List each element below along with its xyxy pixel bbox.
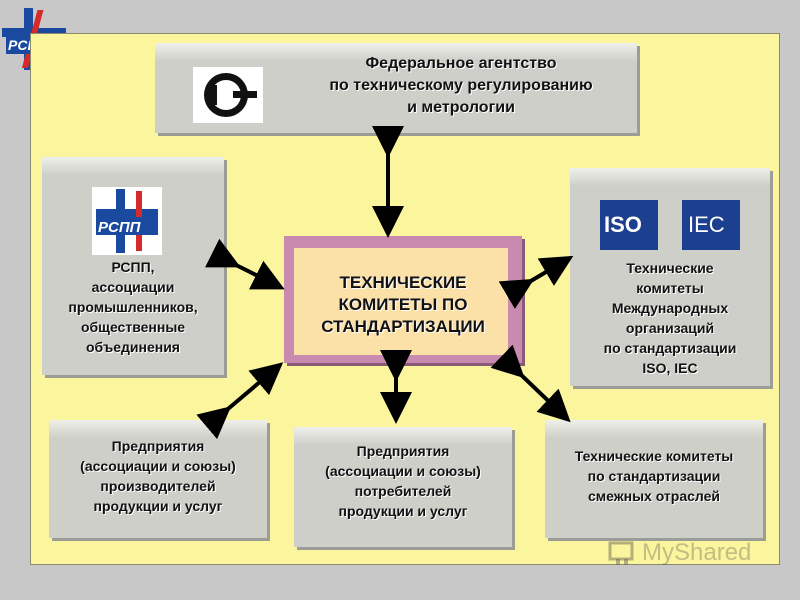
top-line-2: по техническому регулированию [329,77,593,94]
federal-agency-box: Федеральное агентство по техническому ре… [155,43,637,133]
iso-logo: ISO [600,200,658,250]
arrow-right [498,255,574,309]
top-line-1: Федеральное агентство [365,55,557,72]
right-line-4: организаций [625,320,715,336]
bl-line-3: производителей [100,478,216,494]
center-line-3: СТАНДАРТИЗАЦИИ [321,317,485,336]
right-line-1: Технические [626,260,714,276]
related-committees-box: Технические комитеты по стандартизации с… [545,420,763,538]
br-line-1: Технические комитеты [574,448,734,464]
rspp-logo: РСПП [92,187,162,255]
bm-line-1: Предприятия [356,443,450,459]
bl-line-4: продукции и услуг [93,498,223,514]
bm-line-2: (ассоциации и союзы) [325,463,481,479]
rspp-box: РСПП РСПП, ассоциации промышленников, об… [42,157,224,375]
watermark: MyShared [608,538,751,568]
br-line-2: по стандартизации [587,468,721,484]
right-line-6: ISO, IEC [642,360,698,376]
left-line-4: общественные [80,319,186,335]
watermark-text: MyShared [642,539,752,566]
arrow-bottom-right [490,344,571,423]
rspp-logo-text: РСПП [98,219,141,236]
left-line-1: РСПП, [111,259,155,275]
arrow-left [204,238,285,290]
bm-line-4: продукции и услуг [338,503,468,519]
rst-logo [193,67,263,123]
right-line-3: Международных [611,300,729,316]
watermark-icon [608,541,634,565]
arrow-bottom-left [196,362,284,440]
bl-line-1: Предприятия [111,438,205,454]
center-line-1: ТЕХНИЧЕСКИЕ [339,273,467,292]
bm-line-3: потребителей [354,483,452,499]
br-line-3: смежных отраслей [587,488,721,504]
consumers-box: Предприятия (ассоциации и союзы) потреби… [294,427,512,547]
left-line-2: ассоциации [91,279,175,295]
left-line-5: объединения [86,339,180,355]
producers-box: Предприятия (ассоциации и союзы) произво… [49,420,267,538]
technical-committees-box: ТЕХНИЧЕСКИЕ КОМИТЕТЫ ПО СТАНДАРТИЗАЦИИ [284,236,522,363]
right-line-2: комитеты [636,280,704,296]
right-line-5: по стандартизации [603,340,737,356]
bl-line-2: (ассоциации и союзы) [80,458,236,474]
iso-iec-box: ISO IEC Технические комитеты Международн… [570,168,770,386]
center-line-2: КОМИТЕТЫ ПО [338,295,468,314]
top-line-3: и метрологии [407,99,515,116]
left-line-3: промышленников, [68,299,198,315]
iec-logo: IEC [682,200,740,250]
